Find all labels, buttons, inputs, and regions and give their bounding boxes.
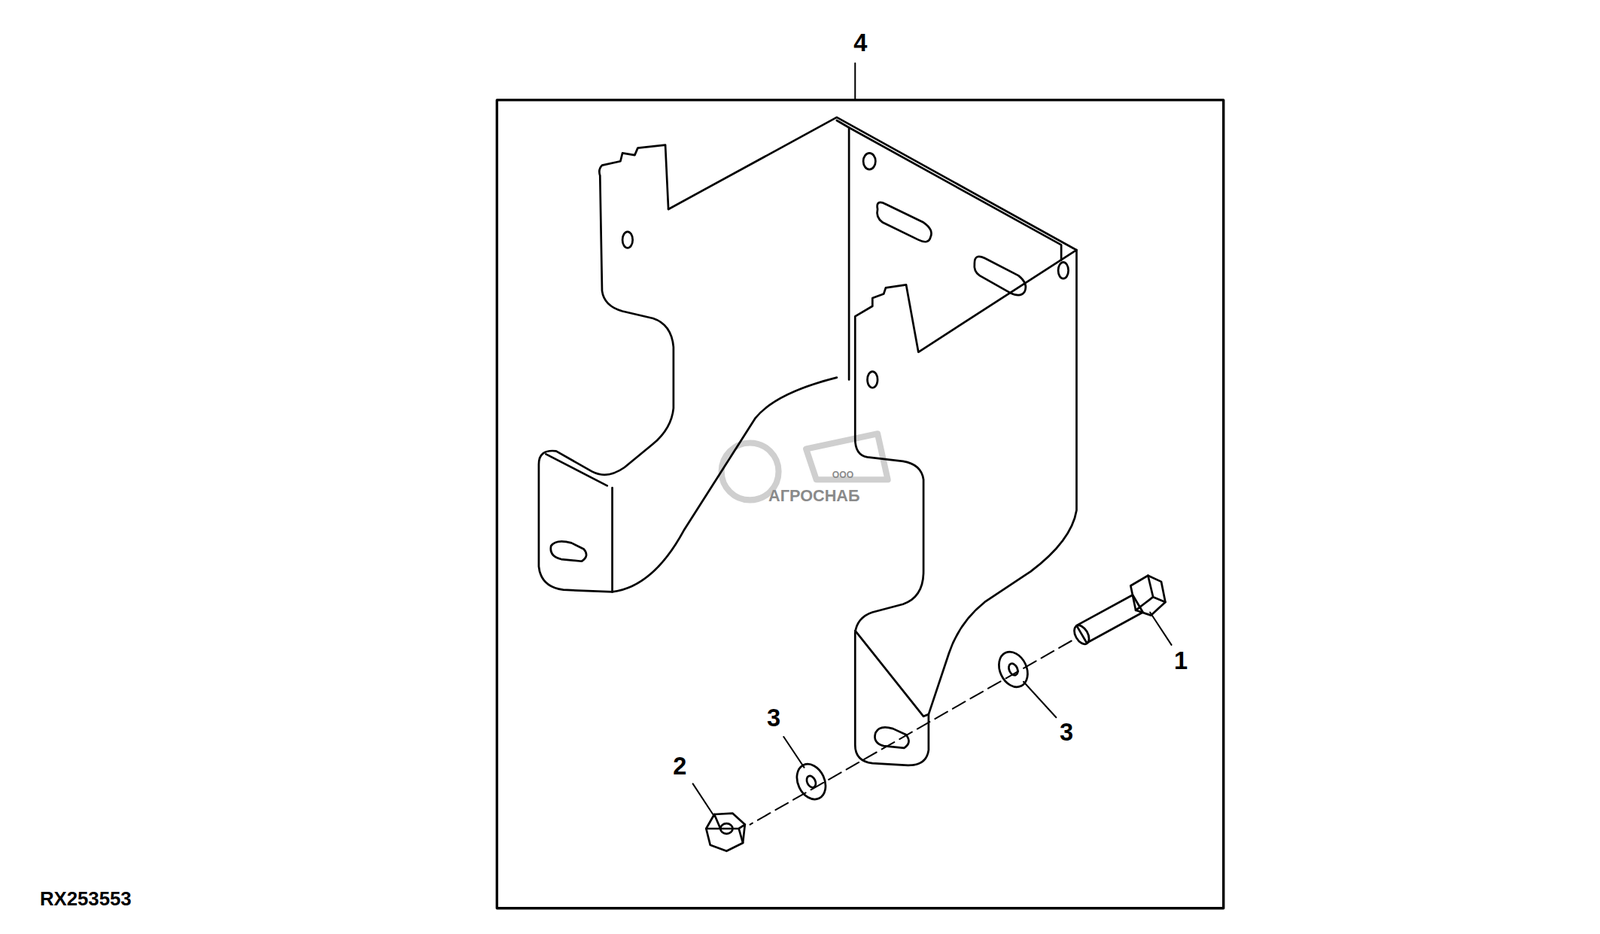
callout-number: 4 bbox=[853, 30, 867, 56]
slot bbox=[550, 541, 587, 561]
callout-number: 3 bbox=[1059, 720, 1074, 746]
slot bbox=[974, 256, 1026, 296]
bracket-right-foot-bend bbox=[854, 630, 929, 717]
callout-number: 3 bbox=[766, 705, 781, 731]
bracket-inner-corner bbox=[836, 120, 849, 380]
bolt bbox=[1070, 575, 1166, 647]
callout-number: 2 bbox=[672, 754, 687, 779]
figure-code: RX253553 bbox=[39, 888, 132, 908]
slot bbox=[876, 202, 931, 242]
frame bbox=[496, 100, 1223, 909]
nut bbox=[705, 813, 746, 852]
callout-number: 1 bbox=[1174, 648, 1188, 674]
leader-line bbox=[693, 63, 1172, 817]
hole bbox=[622, 231, 633, 249]
bracket-back-edge bbox=[668, 117, 1077, 250]
slot bbox=[874, 726, 909, 749]
washer bbox=[791, 759, 832, 804]
watermark: АГРОСНАБ bbox=[768, 487, 861, 505]
bracket-left-foot-bend bbox=[611, 487, 614, 592]
bracket-left-plate bbox=[538, 145, 837, 593]
bracket-left-foot-bend bbox=[545, 453, 607, 486]
hole bbox=[1058, 261, 1069, 279]
watermark: ООО bbox=[832, 469, 854, 479]
hole bbox=[867, 371, 879, 389]
bracket-right-plate bbox=[854, 249, 1077, 766]
hole bbox=[863, 152, 876, 170]
bracket-inner-edge bbox=[848, 127, 1062, 260]
assembly-axis bbox=[750, 641, 1072, 825]
